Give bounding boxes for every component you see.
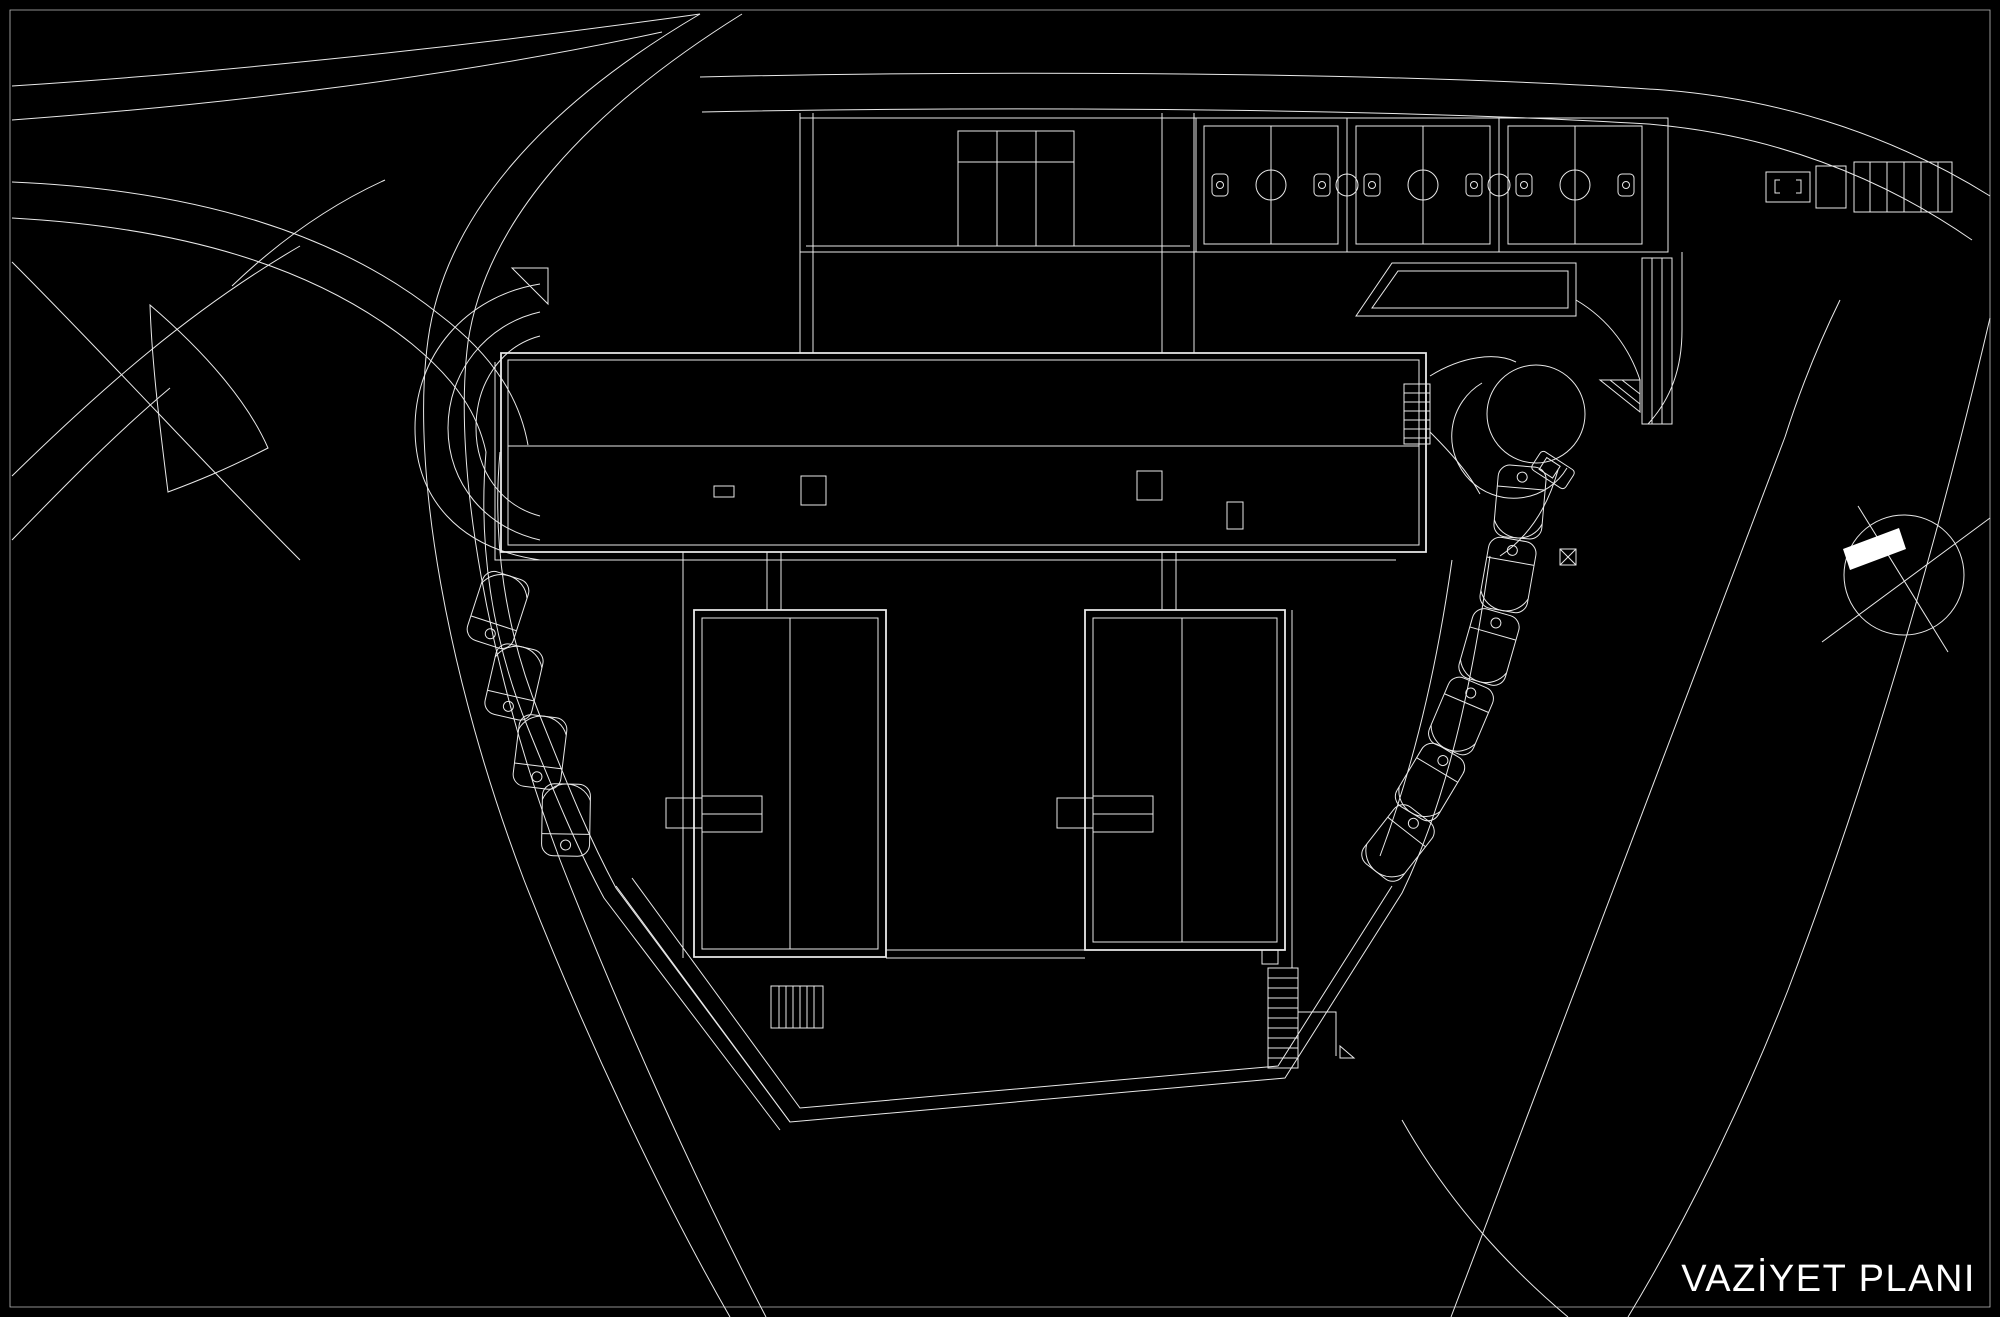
building-core [801,476,826,505]
parking-stall [541,784,590,857]
stair-south-west [771,986,823,1028]
building-hatch-strip [1404,384,1430,444]
stair-south-east [1262,950,1354,1068]
tower-block-b [1057,610,1285,950]
parking-stall [1391,739,1469,825]
parking-stall [1425,673,1497,758]
basketball-court [1204,126,1338,244]
tower-block-a [666,610,886,957]
parking-east [1357,464,1547,886]
parking-stall [1456,606,1522,688]
island-triangle [512,268,548,304]
parking-stall [1478,535,1538,614]
building-core [1137,471,1162,500]
drawing-frame [10,10,1990,1307]
dropoff-circle [1430,357,1640,556]
roads-west-network [12,14,700,560]
hatch-triangle [1600,380,1640,412]
grate [1560,549,1576,565]
court-gap-circle [1336,174,1358,196]
building-core [714,486,734,497]
site-east-boundary [1402,300,1990,1317]
plaza-terrace [616,556,1490,1122]
plan-title: VAZİYET PLANI [1681,1258,1976,1300]
roads-north [700,73,1990,424]
north-arrow-pointer [1843,528,1906,570]
basketball-court [1356,126,1490,244]
building-core [1227,502,1243,529]
tower-entrance [1057,798,1093,828]
parking-west [464,568,591,856]
hoop-icon [1618,174,1634,196]
hoop-icon [1212,174,1228,196]
bracket-structure [1766,172,1810,202]
parking-stall [483,642,546,723]
parking-stall [512,713,568,790]
canopy-structure [1356,263,1640,380]
hatched-steps [1854,162,1952,212]
east-ramp [1560,258,1672,565]
hoop-icon [1466,174,1482,196]
car-icon [1530,450,1576,490]
direction-tick [1340,1046,1354,1058]
east-top-structures [1766,162,1952,212]
parking-stall [464,568,532,651]
west-turning-arcs [415,268,548,560]
court-gap-circle [1488,174,1510,196]
tower-entrance [666,798,702,828]
hoop-icon [1516,174,1532,196]
parking-stall [1493,464,1547,540]
hoop-icon [1314,174,1330,196]
hoop-icon [1364,174,1380,196]
roads-vertical-spines [683,113,1292,968]
parking-stall [1357,800,1439,886]
north-arrow [1822,506,1990,652]
small-court-building [958,131,1074,246]
basketball-courts [1196,118,1668,252]
basketball-court [1508,126,1642,244]
sports-left-zone [800,118,1196,252]
main-building [495,353,1430,560]
site-west-boundary [424,14,790,1317]
